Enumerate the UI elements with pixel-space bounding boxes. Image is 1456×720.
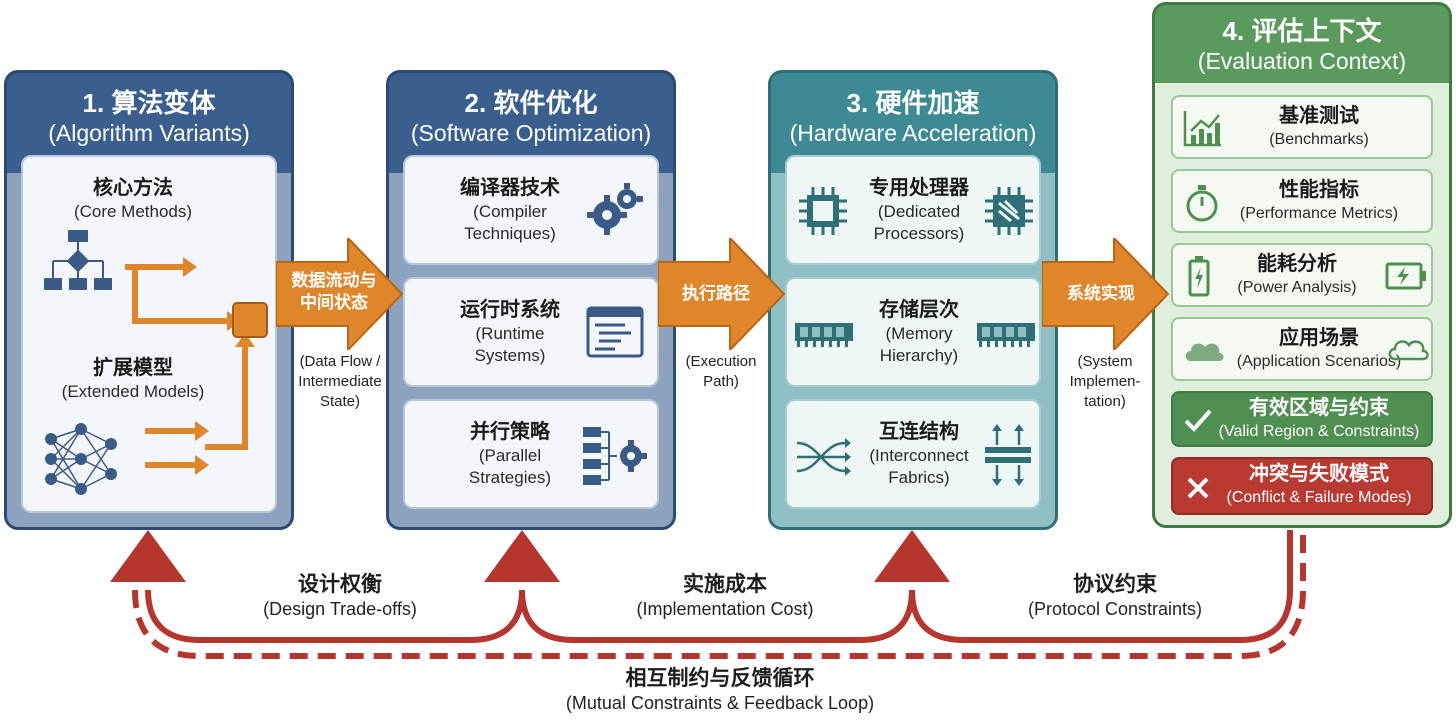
column-title: 3. 硬件加速 — [846, 88, 980, 118]
item-compiler: 编译器技术 — [460, 177, 560, 199]
flowchart-icon — [44, 230, 112, 290]
item-valid-region: 有效区域与约束 — [1249, 397, 1389, 419]
chip-icon — [799, 187, 847, 235]
item-power-analysis-en: (Power Analysis) — [1237, 279, 1357, 296]
cloud-icon — [1185, 343, 1224, 361]
eval-performance-metrics: 性能指标 (Performance Metrics) — [1171, 169, 1433, 233]
item-power-analysis: 能耗分析 — [1257, 253, 1337, 275]
item-memory-en-2: Hierarchy) — [879, 346, 959, 365]
eval-application-scenarios: 应用场景 (Application Scenarios) — [1171, 317, 1433, 381]
column-hardware-acceleration: 3. 硬件加速(Hardware Acceleration) 专用处理器 (Ded… — [768, 70, 1058, 530]
item-processors: 专用处理器 — [869, 177, 969, 199]
item-performance-metrics: 性能指标 — [1279, 179, 1359, 201]
item-application-scenarios: 应用场景 — [1279, 327, 1359, 349]
item-memory: 存储层次 — [879, 299, 959, 321]
flow-label-3: 系统实现 — [1067, 284, 1135, 303]
flow-arrow-1 — [276, 238, 404, 350]
charging-battery-icon — [1385, 262, 1426, 290]
merge-arrows-icon — [125, 257, 268, 475]
eval-conflict-modes: 冲突与失败模式 (Conflict & Failure Modes) — [1171, 457, 1433, 515]
flow-arrow-2 — [658, 238, 786, 350]
loop-label-implementation-cost: 实施成本(Implementation Cost) — [636, 573, 814, 619]
item-runtime: 运行时系统 — [460, 299, 560, 321]
eval-benchmarks: 基准测试 (Benchmarks) — [1171, 95, 1433, 159]
neural-network-icon — [45, 423, 117, 495]
item-conflict-modes-en: (Conflict & Failure Modes) — [1226, 489, 1412, 506]
item-valid-region-en: (Valid Region & Constraints) — [1218, 423, 1420, 440]
routing-arrows-icon — [796, 438, 851, 476]
item-runtime-en-1: (Runtime — [475, 324, 545, 343]
loop-arrowhead-3 — [874, 530, 950, 582]
bus-fabric-icon — [985, 424, 1031, 486]
column-algorithm-variants: 1. 算法变体(Algorithm Variants) 核心方法 (Core M… — [4, 70, 294, 530]
item-interconnect-en-1: (Interconnect — [869, 446, 969, 465]
eval-power-analysis: 能耗分析 (Power Analysis) — [1171, 243, 1433, 307]
loop-label-design-tradeoffs: 设计权衡(Design Trade-offs) — [263, 573, 417, 619]
column-evaluation-context: 4. 评估上下文(Evaluation Context) 基准测试 (Benchm… — [1152, 2, 1452, 528]
column-subtitle: (Evaluation Context) — [1197, 48, 1407, 74]
flow-label-1: 数据流动与中间状态 — [291, 271, 377, 312]
stopwatch-icon — [1186, 185, 1218, 222]
algorithm-panel: 核心方法 (Core Methods) — [21, 155, 277, 513]
cross-icon — [1187, 477, 1209, 499]
item-compiler-en-2: Techniques) — [464, 224, 556, 243]
item-performance-metrics-en: (Performance Metrics) — [1239, 205, 1399, 222]
item-benchmarks: 基准测试 — [1279, 105, 1359, 127]
check-icon — [1184, 409, 1212, 432]
item-benchmarks-en: (Benchmarks) — [1269, 131, 1369, 148]
item-parallel: 并行策略 — [470, 421, 550, 443]
item-extended-models: 扩展模型 — [93, 357, 173, 379]
gears-icon — [587, 183, 643, 235]
item-compiler-en-1: (Compiler — [473, 202, 547, 221]
loop-arrowhead-2 — [484, 530, 560, 582]
column-subtitle: (Algorithm Variants) — [48, 120, 250, 146]
item-interconnect-en-2: Fabrics) — [888, 468, 950, 487]
column-title: 2. 软件优化 — [464, 88, 598, 118]
item-parallel-en-1: (Parallel — [478, 446, 542, 465]
item-core-methods: 核心方法 — [93, 177, 173, 199]
loop-arrowhead-1 — [110, 530, 186, 582]
parallel-tasks-icon — [583, 427, 647, 485]
memory-module-icon — [977, 323, 1035, 347]
column-title: 1. 算法变体 — [82, 88, 216, 118]
loop-arrowheads — [110, 530, 950, 582]
column-subtitle: (Software Optimization) — [410, 120, 652, 146]
ai-chip-icon — [985, 187, 1033, 235]
column-software-optimization: 2. 软件优化(Software Optimization) 编译器技术 (Com… — [386, 70, 676, 530]
item-parallel-en-2: Strategies) — [468, 468, 552, 487]
item-processors-en-1: (Dedicated — [877, 202, 961, 221]
item-runtime-en-2: Systems) — [474, 346, 546, 365]
eval-valid-region: 有效区域与约束 (Valid Region & Constraints) — [1171, 391, 1433, 447]
item-interconnect: 互连结构 — [879, 421, 959, 443]
item-extended-models-en: (Extended Models) — [61, 382, 205, 401]
item-conflict-modes: 冲突与失败模式 — [1249, 463, 1389, 485]
column-subtitle: (Hardware Acceleration) — [789, 120, 1037, 146]
item-memory-en-1: (Memory — [885, 324, 953, 343]
flow-arrow-3 — [1042, 238, 1170, 350]
code-window-icon — [586, 306, 644, 358]
memory-module-icon — [795, 323, 853, 347]
loop-label-protocol-constraints: 协议约束(Protocol Constraints) — [1027, 573, 1203, 619]
loop-label-main: 相互制约与反馈循环(Mutual Constraints & Feedback … — [565, 667, 875, 713]
item-core-methods-en: (Core Methods) — [73, 202, 193, 221]
cloud-outline-icon — [1388, 340, 1429, 361]
flow-label-2: 执行路径 — [682, 284, 750, 303]
item-application-scenarios-en: (Application Scenarios) — [1236, 353, 1402, 370]
column-title: 4. 评估上下文 — [1222, 16, 1382, 46]
battery-icon — [1188, 256, 1210, 297]
bar-chart-icon — [1183, 111, 1221, 147]
item-processors-en-2: Processors) — [873, 224, 965, 243]
